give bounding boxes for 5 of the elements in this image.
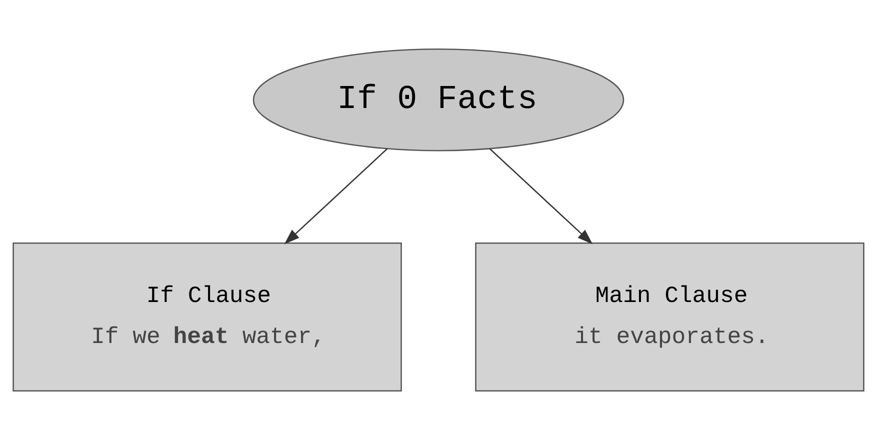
node-box: If Clause If we heat water, xyxy=(12,242,402,391)
arrow xyxy=(489,148,593,244)
arrow xyxy=(284,148,388,244)
node-ellipse: If 0 Facts xyxy=(252,48,624,151)
node-box: Main Clause it evaporates. xyxy=(475,242,864,391)
